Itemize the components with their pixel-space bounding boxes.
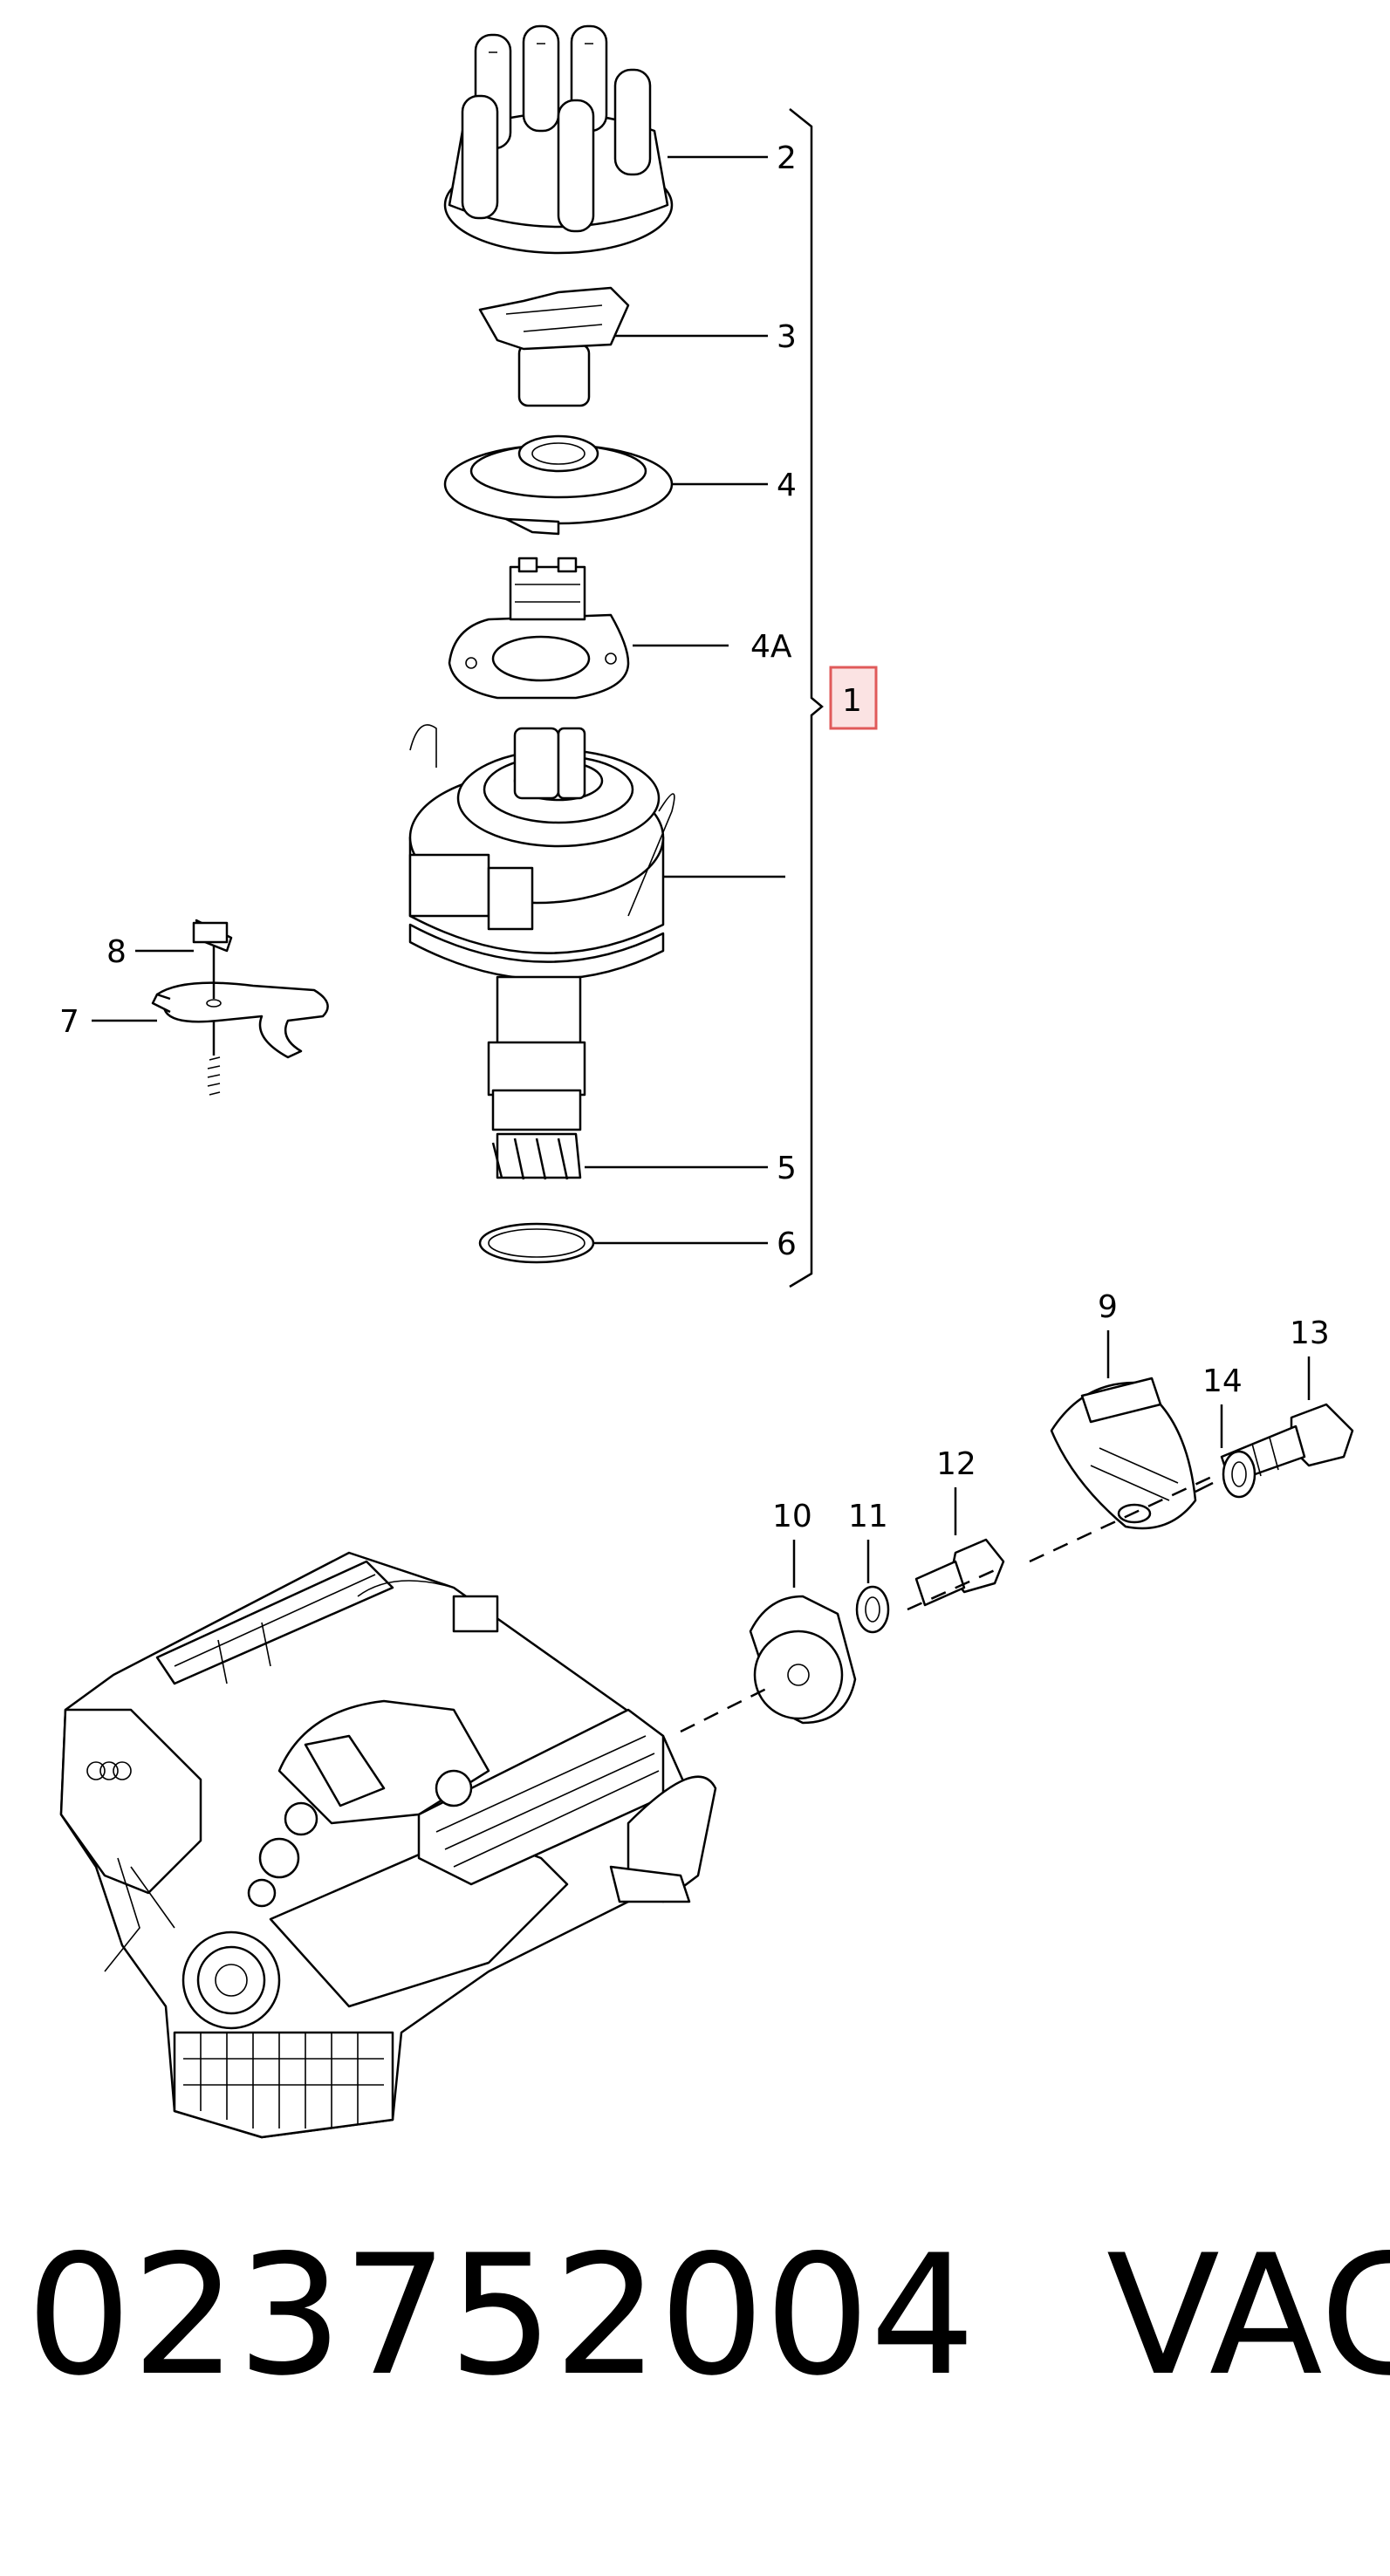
sender-wheel-10 — [749, 1595, 857, 1725]
dust-cover — [443, 434, 674, 536]
callout-3: 3 — [777, 319, 797, 355]
callout-4: 4 — [777, 468, 797, 503]
screw-12 — [914, 1538, 1005, 1607]
highlight-box-1 — [829, 666, 878, 730]
callout-4a: 4A — [750, 629, 792, 665]
callout-10: 10 — [772, 1499, 812, 1534]
callout-12: 12 — [936, 1446, 976, 1482]
callout-11: 11 — [848, 1499, 888, 1534]
sender-housing — [1050, 1377, 1197, 1530]
callout-1: 1 — [842, 683, 862, 719]
engine-block — [59, 1551, 717, 2139]
brand-name: VAG — [1106, 2219, 1390, 2412]
callout-2: 2 — [777, 140, 797, 176]
assembly-line — [680, 1472, 1218, 1733]
callout-5: 5 — [777, 1151, 797, 1186]
callout-13: 13 — [1290, 1315, 1330, 1351]
drive-gear — [491, 1132, 582, 1180]
caption: 023752004 VAG — [26, 2219, 1390, 2412]
part-number: 023752004 — [26, 2219, 976, 2412]
washer-14 — [1222, 1450, 1256, 1499]
o-ring — [478, 1222, 595, 1264]
group-bracket — [789, 108, 824, 1288]
callout-7: 7 — [59, 1004, 79, 1040]
clamp-and-nut — [151, 919, 329, 1096]
rotor — [478, 286, 630, 407]
washer-11 — [855, 1585, 890, 1634]
distributor-body — [408, 724, 675, 1131]
distributor-cap — [443, 24, 674, 255]
callout-9: 9 — [1098, 1289, 1118, 1325]
hall-sender — [448, 557, 630, 700]
callout-8: 8 — [106, 934, 127, 970]
callout-6: 6 — [777, 1227, 797, 1262]
callout-14: 14 — [1202, 1363, 1243, 1399]
